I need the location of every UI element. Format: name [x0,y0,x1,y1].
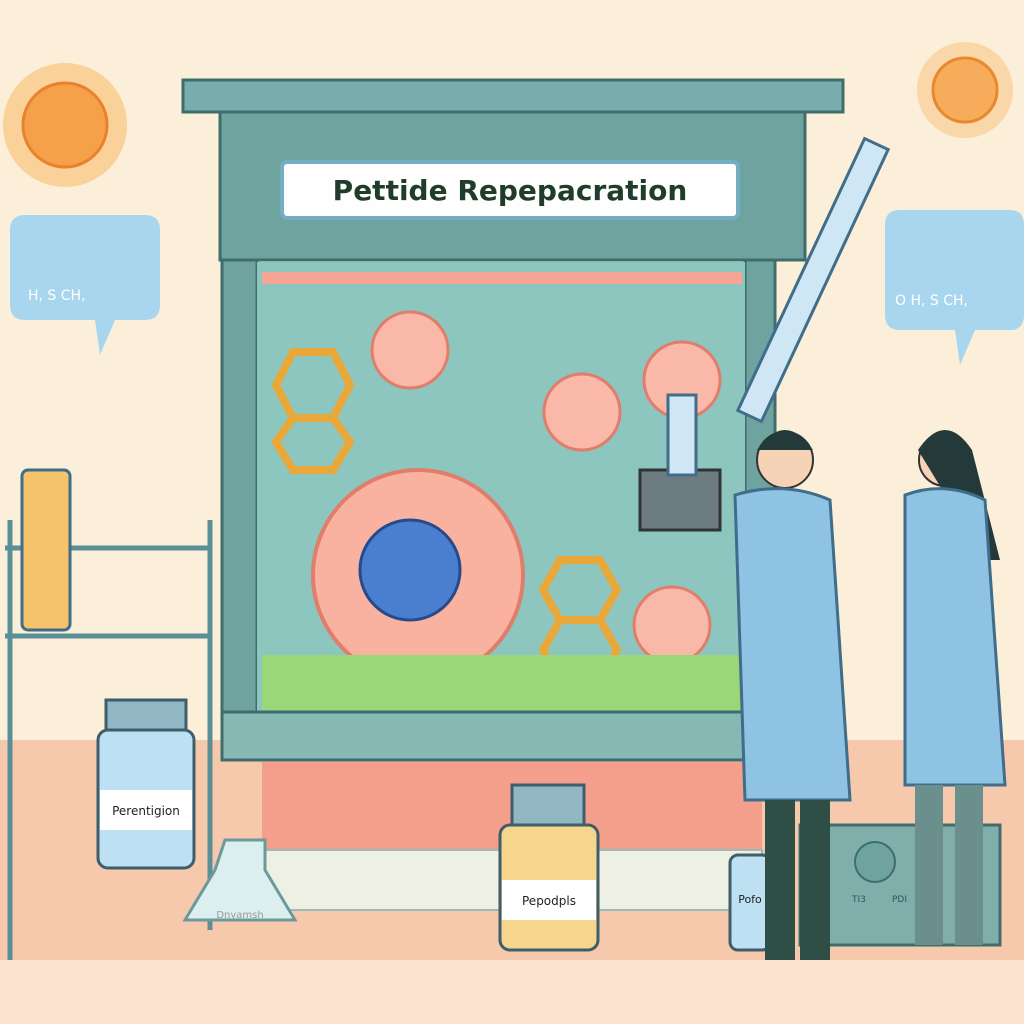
cell [311,468,525,682]
sun-left-icon [3,63,127,187]
bottle-left: Perentigion [96,698,196,870]
test-bottle [20,468,72,632]
bottle-center-label: Pepodpls [522,894,576,908]
sign-title: Pettide Repepacration [333,174,688,207]
machine-label-left: TI3 [851,895,866,905]
syringe-icon [735,136,891,424]
sign: Pettide Repepacration [280,160,740,220]
bottle-center: Pepodpls [498,783,600,952]
bottle-right-label: Pofo [738,893,762,906]
bubble-left-formula: H, S CH, [28,288,86,304]
scientist-man [733,430,852,960]
peptide-chain [262,272,742,284]
sun-right-icon [917,42,1013,138]
microscope-icon [638,468,722,532]
speech-bubble-left: H, S CH, [10,215,160,355]
bottle-right: Pofo [728,853,772,952]
flask-label: Dnyamsh [216,910,263,921]
speech-bubble-right: O H, S CH, [885,210,1024,365]
peas [262,655,742,710]
bottle-left-label: Perentigion [112,804,180,818]
bubble-right-formula: O H, S CH, [895,293,968,309]
tissue-spheres [370,310,722,665]
scientist-woman [903,430,1007,945]
machine-label-right: PDI [892,895,907,905]
flask: Dnyamsh [182,838,298,922]
